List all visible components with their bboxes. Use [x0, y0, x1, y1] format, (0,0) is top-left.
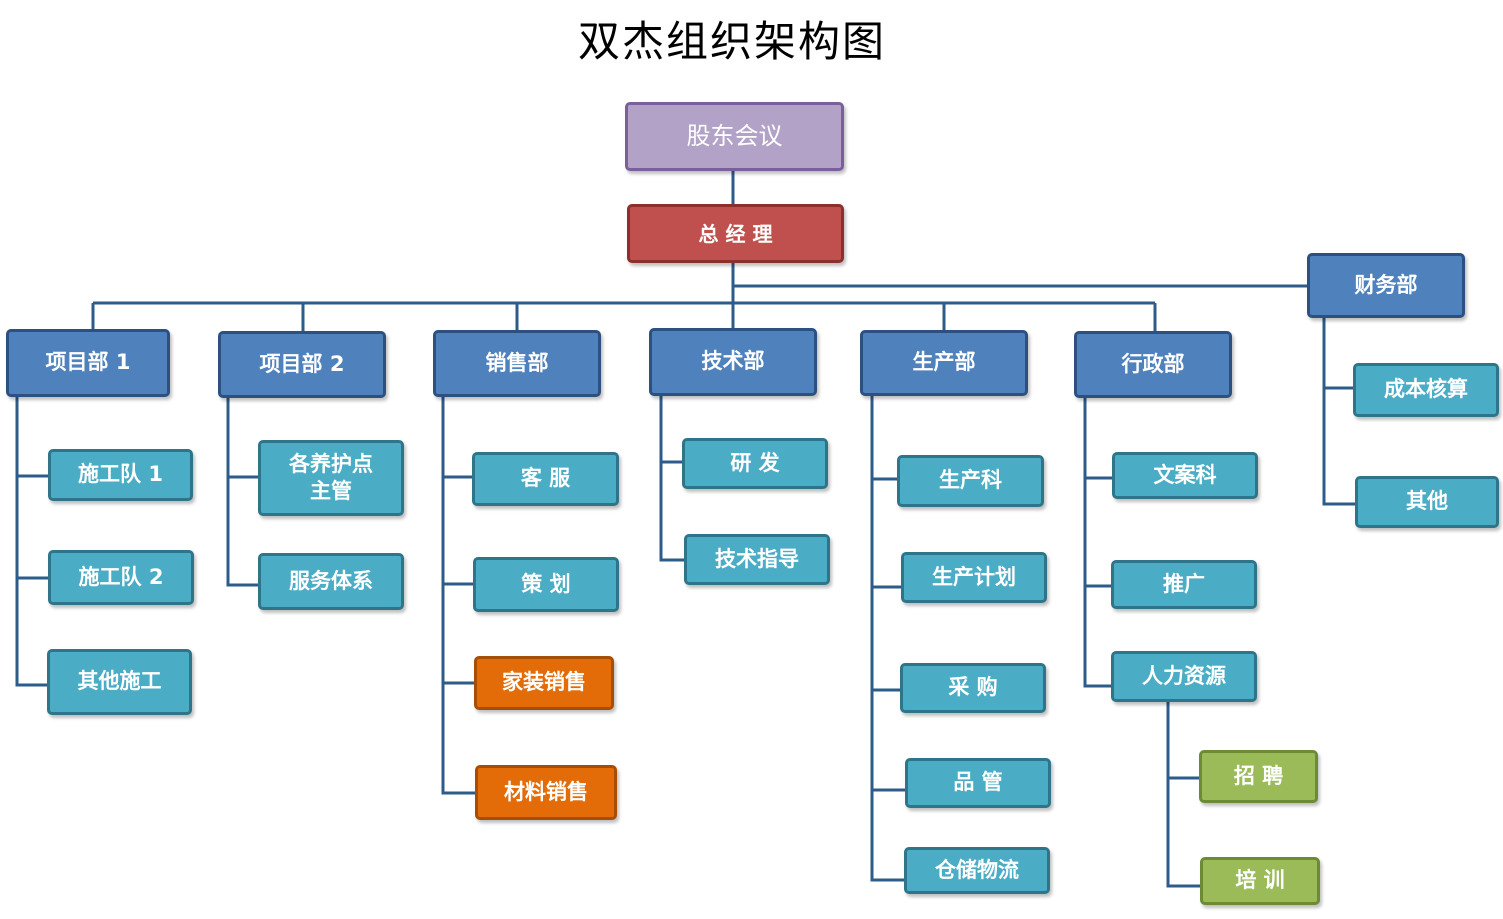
node-finance-child: 其他 — [1355, 476, 1499, 528]
node-admin: 行政部 — [1074, 331, 1232, 398]
node-finance: 财务部 — [1307, 253, 1465, 318]
node-project2-child: 各养护点 主管 — [258, 440, 404, 516]
node-production-child: 生产计划 — [901, 552, 1047, 603]
node-project2: 项目部 2 — [218, 331, 386, 398]
node-production: 生产部 — [860, 330, 1028, 396]
connector-finance-children — [1322, 316, 1356, 506]
node-tech-child: 研 发 — [682, 438, 828, 489]
connector-sales-children — [441, 396, 476, 795]
node-hr: 人力资源 — [1111, 651, 1257, 702]
node-sales-child: 客 服 — [472, 452, 619, 506]
connector-production-children — [870, 395, 905, 882]
node-tech: 技术部 — [649, 328, 817, 396]
node-project1: 项目部 1 — [6, 329, 170, 397]
node-sales-child: 材料销售 — [475, 765, 617, 820]
node-finance-child: 成本核算 — [1353, 363, 1499, 417]
node-project1-child: 施工队 2 — [48, 550, 194, 605]
node-admin-child: 推广 — [1111, 560, 1257, 609]
node-admin-child: 文案科 — [1112, 452, 1258, 499]
node-sales-child: 策 划 — [473, 557, 619, 612]
connector-admin-children — [1083, 397, 1112, 688]
node-tech-child: 技术指导 — [684, 534, 830, 585]
node-project1-child: 其他施工 — [47, 649, 192, 715]
node-hr-child: 招 聘 — [1199, 750, 1318, 803]
node-general-manager: 总 经 理 — [627, 204, 844, 263]
node-project1-child: 施工队 1 — [48, 449, 193, 501]
connector-hr-children — [1166, 700, 1201, 888]
node-sales: 销售部 — [433, 330, 601, 397]
chart-title: 双杰组织架构图 — [577, 17, 886, 66]
connector-project1-children — [15, 396, 48, 687]
node-production-child: 品 管 — [905, 758, 1051, 808]
node-shareholders: 股东会议 — [625, 102, 844, 171]
node-project2-child: 服务体系 — [258, 553, 404, 610]
connector-tech-children — [659, 395, 685, 562]
node-production-child: 仓储物流 — [904, 847, 1050, 894]
connector-project2-children — [226, 397, 259, 587]
node-sales-child: 家装销售 — [474, 656, 614, 710]
node-production-child: 采 购 — [900, 663, 1046, 713]
node-hr-child: 培 训 — [1200, 857, 1320, 905]
node-production-child: 生产科 — [897, 455, 1044, 507]
